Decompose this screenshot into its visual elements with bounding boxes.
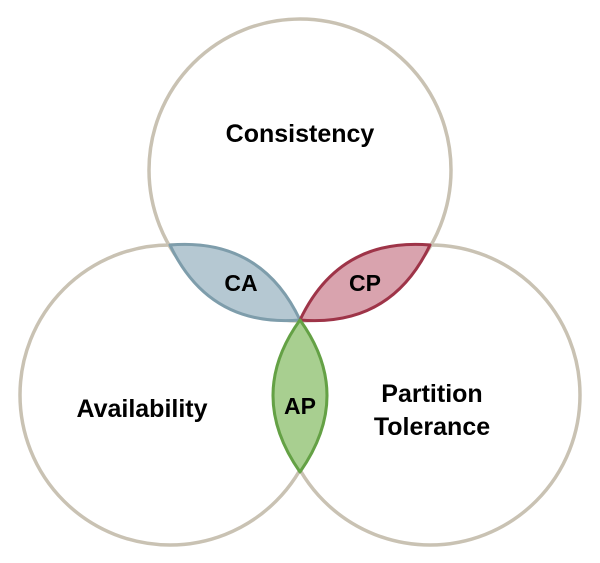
- label-availability: Availability: [76, 395, 207, 423]
- label-ca: CA: [224, 270, 257, 296]
- label-partition: Partition: [381, 380, 482, 408]
- intersection-ap-lens: [271, 318, 329, 474]
- label-cp: CP: [349, 270, 381, 296]
- label-ap: AP: [284, 393, 316, 419]
- label-tolerance: Tolerance: [374, 413, 490, 441]
- label-consistency: Consistency: [226, 120, 375, 148]
